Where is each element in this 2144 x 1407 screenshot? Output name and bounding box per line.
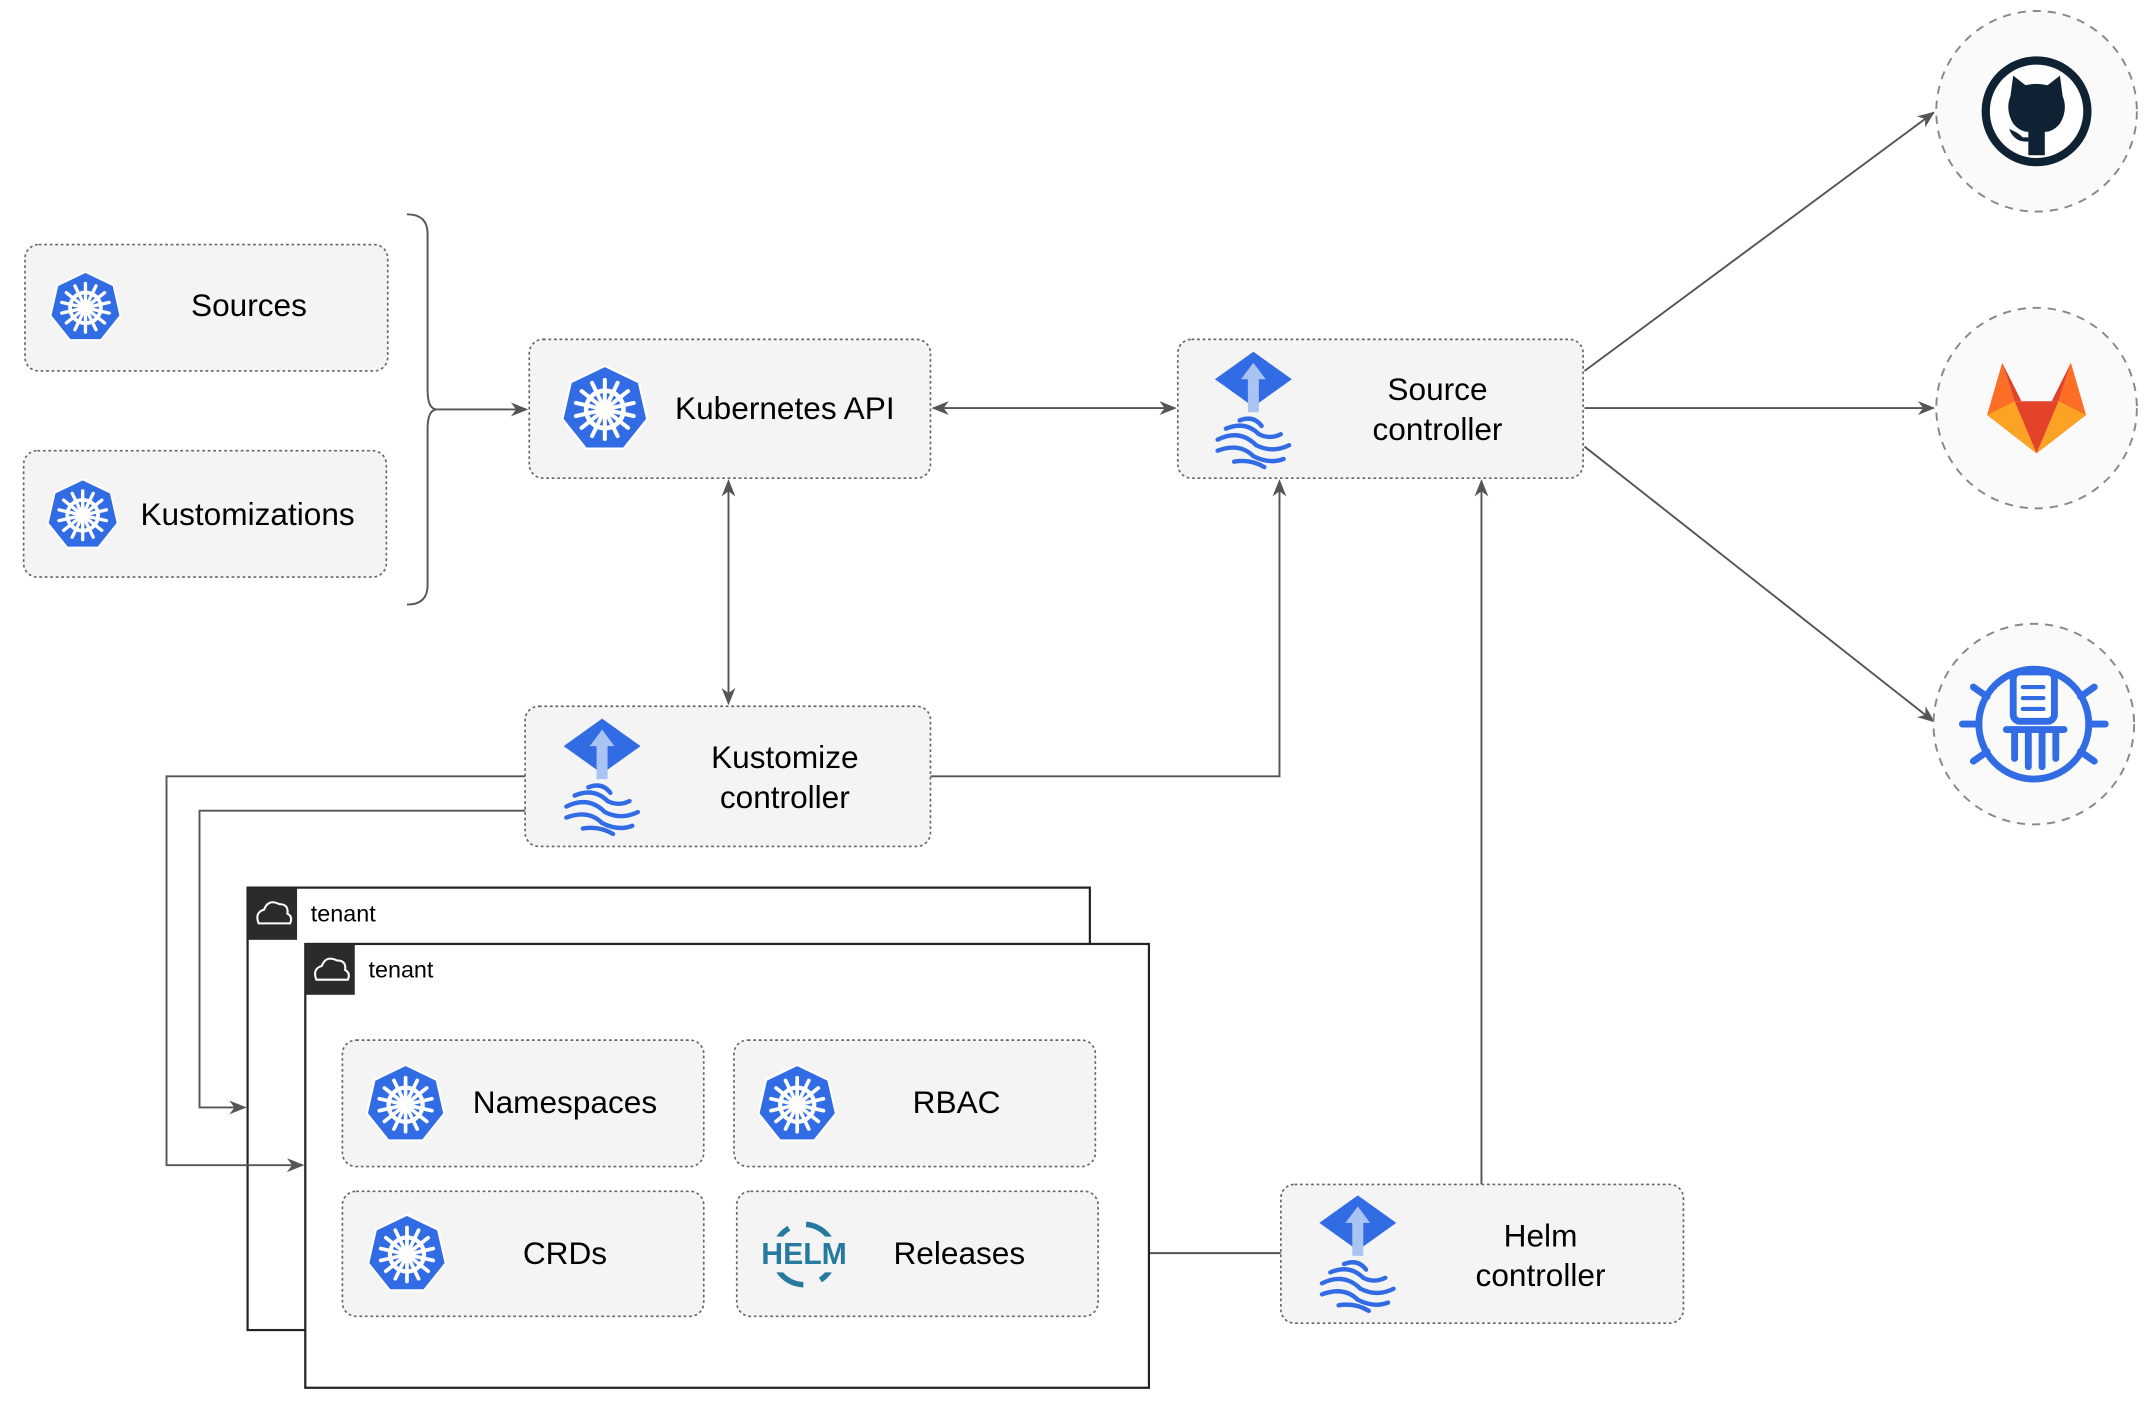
edge-source-to-github (1583, 111, 1935, 372)
helm-controller-label-line1: Helm (1504, 1217, 1578, 1253)
kustomizations-label: Kustomizations (140, 496, 354, 532)
edges (406, 111, 1936, 1261)
kubernetes-api-node[interactable]: Kubernetes API (528, 338, 932, 479)
kustomize-controller-node[interactable]: Kustomize controller (524, 705, 932, 848)
gitlab-icon (1987, 362, 2087, 454)
crds-label: CRDs (523, 1235, 607, 1271)
github-node[interactable] (1935, 10, 2138, 213)
brace (406, 213, 438, 606)
helm-controller-label-line2: controller (1476, 1257, 1606, 1293)
github-icon (1981, 56, 2092, 167)
source-controller-label-line1: Source (1387, 371, 1487, 407)
sources-node[interactable]: Sources (24, 243, 389, 372)
edge-kustomize-to-tenant-front (165, 775, 526, 1173)
cloud-icon-badge (305, 943, 355, 995)
kubernetes-api-label: Kubernetes API (675, 390, 895, 426)
kustomize-controller-label-line2: controller (720, 779, 850, 815)
cloud-icon (314, 957, 350, 981)
edge-kustomize-to-tenant-back (198, 809, 526, 1115)
edge-kustomize-to-source (930, 479, 1287, 778)
helm-icon: HELM (761, 1221, 847, 1288)
namespaces-node[interactable]: Namespaces (341, 1039, 705, 1168)
releases-label: Releases (893, 1235, 1025, 1271)
cloud-icon-badge (247, 887, 298, 940)
source-controller-label-line2: controller (1373, 411, 1503, 447)
rbac-label: RBAC (913, 1084, 1001, 1120)
namespaces-label: Namespaces (473, 1084, 657, 1120)
kustomizations-node[interactable]: Kustomizations (22, 449, 388, 578)
edge-source-to-bucket (1583, 445, 1935, 723)
crds-node[interactable]: CRDs (341, 1190, 705, 1318)
cloud-icon (256, 901, 293, 925)
sources-label: Sources (191, 287, 307, 323)
helm-controller-node[interactable]: Helm controller (1280, 1183, 1685, 1325)
source-controller-node[interactable]: Source controller (1176, 338, 1584, 479)
bucket-icon (1958, 665, 2109, 783)
bucket-node[interactable] (1932, 622, 2136, 826)
helm-logo-text: HELM (761, 1238, 847, 1271)
tenant-label: tenant (369, 957, 434, 983)
tenant-label: tenant (311, 900, 376, 926)
rbac-node[interactable]: RBAC (733, 1039, 1097, 1168)
kustomize-controller-label-line1: Kustomize (711, 739, 858, 775)
releases-node[interactable]: HELM Releases (735, 1190, 1099, 1318)
gitlab-node[interactable] (1935, 306, 2138, 510)
